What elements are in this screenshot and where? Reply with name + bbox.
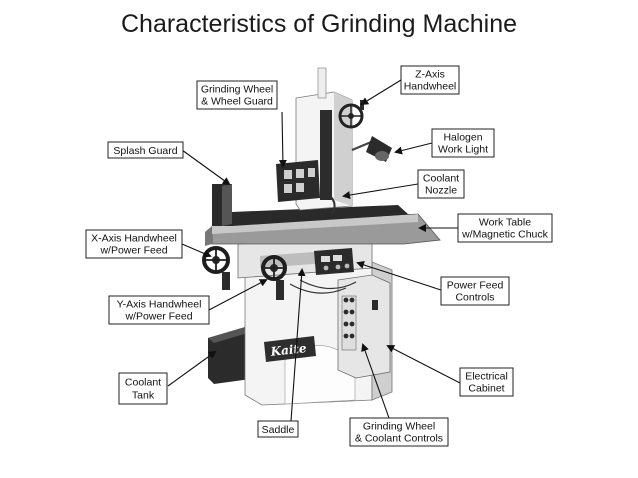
slide-title: Characteristics of Grinding Machine — [121, 10, 517, 38]
label-wheel-controls-line2: & Coolant Controls — [355, 433, 443, 445]
label-coolant-tank-line2: Tank — [132, 390, 155, 402]
label-splash-guard-line1: Splash Guard — [113, 145, 177, 157]
label-wheel-controls: Grinding Wheel & Coolant Controls — [349, 417, 449, 447]
label-splash-guard: Splash Guard — [107, 141, 184, 159]
label-work-table: Work Table w/Magnetic Chuck — [457, 213, 553, 243]
label-electrical-cabinet: Electrical Cabinet — [459, 367, 514, 397]
electrical-cabinet-shape — [337, 274, 391, 379]
y-axis-handwheel-shape — [261, 255, 287, 300]
label-y-axis-line1: Y-Axis Handwheel — [117, 299, 202, 311]
label-coolant-nozzle: Coolant Nozzle — [417, 169, 465, 199]
x-axis-handwheel-shape — [202, 246, 230, 290]
label-x-axis: X-Axis Handwheel w/Power Feed — [85, 229, 183, 259]
label-halogen-line1: Halogen — [443, 132, 482, 144]
label-coolant-nozzle-line2: Nozzle — [425, 185, 457, 197]
brand-badge-text: Kaite — [269, 341, 308, 359]
label-halogen-line2: Work Light — [438, 144, 488, 156]
label-coolant-nozzle-line1: Coolant — [423, 173, 459, 185]
label-y-axis-line2: w/Power Feed — [124, 311, 192, 323]
label-work-table-line2: w/Magnetic Chuck — [461, 229, 549, 241]
splash-guard-shape — [212, 184, 418, 226]
label-power-feed-line2: Controls — [455, 292, 494, 304]
label-z-axis-line2: Handwheel — [404, 81, 457, 93]
label-electrical-line2: Cabinet — [468, 383, 504, 395]
label-power-feed-line1: Power Feed — [447, 280, 504, 292]
label-z-axis-line1: Z-Axis — [415, 69, 445, 81]
label-halogen: Halogen Work Light — [431, 128, 495, 158]
label-x-axis-line1: X-Axis Handwheel — [91, 233, 177, 245]
label-grinding-wheel-line2: & Wheel Guard — [201, 96, 273, 108]
label-saddle: Saddle — [257, 420, 299, 438]
wheel-guard-shape — [276, 160, 320, 202]
leader-lines — [167, 79, 461, 422]
label-x-axis-line2: w/Power Feed — [99, 245, 167, 257]
label-power-feed: Power Feed Controls — [440, 276, 510, 306]
label-z-axis: Z-Axis Handwheel — [400, 65, 460, 95]
label-y-axis: Y-Axis Handwheel w/Power Feed — [108, 295, 210, 325]
brand-badge: Kaite — [264, 336, 316, 362]
halogen-light-shape — [351, 136, 392, 162]
work-table-shape — [205, 213, 441, 246]
power-feed-controls-shape — [314, 248, 354, 275]
label-saddle-line1: Saddle — [262, 424, 295, 436]
label-coolant-tank: Coolant Tank — [118, 372, 168, 405]
label-coolant-tank-line1: Coolant — [125, 377, 161, 389]
label-wheel-controls-line1: Grinding Wheel — [363, 421, 435, 433]
label-electrical-line1: Electrical — [465, 371, 508, 383]
label-work-table-line1: Work Table — [479, 217, 531, 229]
label-grinding-wheel-line1: Grinding Wheel — [201, 84, 273, 96]
label-grinding-wheel: Grinding Wheel & Wheel Guard — [196, 80, 278, 110]
machine-illustration: Kaite — [202, 67, 441, 406]
